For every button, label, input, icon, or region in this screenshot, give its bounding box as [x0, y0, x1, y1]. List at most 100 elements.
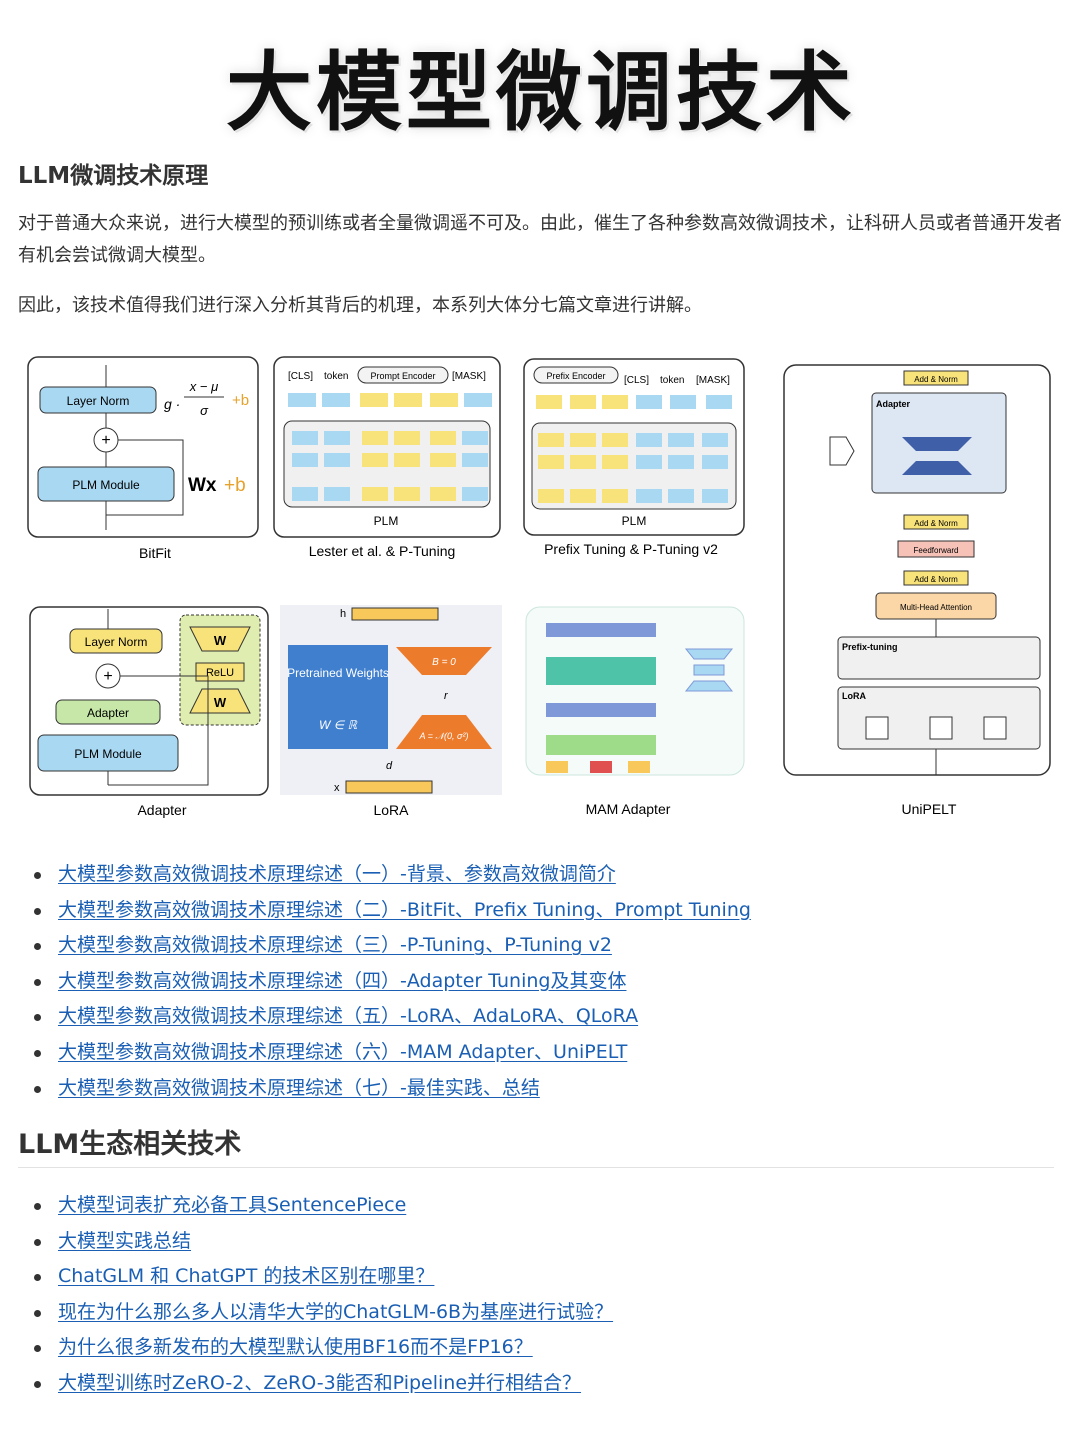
token-cell	[324, 453, 350, 467]
list-item: 大模型参数高效微调技术原理综述（一）-背景、参数高效微调简介	[30, 857, 751, 893]
token-cell	[462, 453, 488, 467]
caption-unipelt: UniPELT	[902, 801, 957, 817]
peft-methods-figure: Layer Norm + PLM Module g · x − μ σ +b W…	[18, 345, 1068, 835]
token-cell	[570, 455, 596, 469]
lora-pretrained-label: Pretrained Weights	[287, 666, 389, 680]
adapter-diagram: Layer Norm + Adapter PLM Module W ReLU W	[29, 606, 269, 796]
peft-diagrams-svg: Layer Norm + PLM Module g · x − μ σ +b W…	[27, 356, 1051, 818]
token-cell	[602, 433, 628, 447]
list-item: 大模型参数高效微调技术原理综述（五）-LoRA、AdaLoRA、QLoRA	[30, 999, 751, 1035]
article-link-2[interactable]: 大模型参数高效微调技术原理综述（二）-BitFit、Prefix Tuning、…	[58, 898, 751, 921]
token-cell	[668, 455, 694, 469]
token-cell	[538, 455, 564, 469]
adapter-plm-module-label: PLM Module	[74, 747, 142, 761]
bitfit-diagram: Layer Norm + PLM Module g · x − μ σ +b W…	[27, 356, 259, 538]
token-cell	[636, 433, 662, 447]
list-item: 大模型词表扩充必备工具SentencePiece	[30, 1188, 613, 1224]
list-item: 大模型参数高效微调技术原理综述（六）-MAM Adapter、UniPELT	[30, 1035, 751, 1071]
token-cell	[636, 395, 662, 409]
svg-text:σ: σ	[200, 403, 209, 418]
mam-adapter-diagram	[525, 606, 745, 776]
token-cell	[706, 395, 732, 409]
prefix-plm-label: PLM	[622, 514, 647, 528]
svg-text:W: W	[214, 633, 227, 648]
list-item: ChatGLM 和 ChatGPT 的技术区别在哪里？	[30, 1259, 613, 1295]
ptuning-prompt-encoder-label: Prompt Encoder	[370, 371, 435, 381]
list-item: 为什么很多新发布的大模型默认使用BF16而不是FP16？	[30, 1330, 613, 1366]
token-cell	[464, 393, 492, 407]
token-cell	[570, 395, 596, 409]
token-cell	[462, 431, 488, 445]
adapter-block-label: Adapter	[87, 706, 129, 720]
caption-mam-adapter: MAM Adapter	[586, 801, 671, 817]
svg-text:d: d	[386, 760, 393, 772]
article-link-7[interactable]: 大模型参数高效微调技术原理综述（七）-最佳实践、总结	[58, 1076, 540, 1099]
eco-link-4[interactable]: 现在为什么那么多人以清华大学的ChatGLM-6B为基座进行试验？	[58, 1300, 614, 1323]
token-cell	[536, 395, 562, 409]
token-cell	[394, 393, 422, 407]
bitfit-layernorm-label: Layer Norm	[67, 394, 130, 408]
token-cell	[292, 487, 318, 501]
section-divider	[18, 1167, 1054, 1168]
token-cell	[538, 433, 564, 447]
eco-link-5[interactable]: 为什么很多新发布的大模型默认使用BF16而不是FP16？	[58, 1336, 533, 1359]
article-link-6[interactable]: 大模型参数高效微调技术原理综述（六）-MAM Adapter、UniPELT	[58, 1040, 628, 1063]
page-title: 大模型微调技术	[226, 43, 856, 143]
caption-ptuning: Lester et al. & P-Tuning	[309, 543, 456, 559]
caption-lora: LoRA	[373, 802, 409, 818]
svg-text:+: +	[101, 432, 110, 449]
unipelt-prefix-tuning-label: Prefix-tuning	[842, 642, 898, 652]
lora-h-label: h	[340, 608, 346, 620]
article-link-4[interactable]: 大模型参数高效微调技术原理综述（四）-Adapter Tuning及其变体	[58, 969, 627, 992]
token-cell	[362, 453, 388, 467]
bitfit-plm-module-label: PLM Module	[72, 478, 140, 492]
unipelt-adapter-label: Adapter	[876, 399, 911, 409]
token-cell	[292, 431, 318, 445]
token-cell	[602, 395, 628, 409]
token-cell	[570, 489, 596, 503]
unipelt-mha-label: Multi-Head Attention	[900, 603, 972, 612]
eco-link-3[interactable]: ChatGLM 和 ChatGPT 的技术区别在哪里？	[58, 1265, 435, 1288]
article-link-1[interactable]: 大模型参数高效微调技术原理综述（一）-背景、参数高效微调简介	[58, 863, 616, 885]
eco-link-1[interactable]: 大模型词表扩充必备工具SentencePiece	[58, 1194, 407, 1216]
article-link-3[interactable]: 大模型参数高效微调技术原理综述（三）-P-Tuning、P-Tuning v2	[58, 934, 612, 957]
token-cell	[602, 489, 628, 503]
ptuning-diagram: [CLS] token Prompt Encoder [MASK] PLM	[273, 356, 501, 538]
token-cell	[394, 431, 420, 445]
unipelt-diagram: Add & Norm Adapter Add & Norm Feedforwar…	[783, 364, 1051, 776]
token-cell	[430, 487, 456, 501]
section-heading-ecosystem: LLM生态相关技术	[18, 1129, 242, 1160]
caption-bitfit: BitFit	[139, 545, 171, 561]
list-item: 大模型实践总结	[30, 1224, 613, 1260]
token-cell	[636, 489, 662, 503]
token-cell	[394, 453, 420, 467]
token-cell	[362, 487, 388, 501]
token-cell	[702, 489, 728, 503]
svg-text:W: W	[214, 695, 227, 710]
caption-prefix-tuning: Prefix Tuning & P-Tuning v2	[544, 541, 718, 557]
list-item: 现在为什么那么多人以清华大学的ChatGLM-6B为基座进行试验？	[30, 1295, 613, 1331]
eco-link-2[interactable]: 大模型实践总结	[58, 1229, 192, 1252]
svg-text:+b: +b	[224, 475, 246, 496]
token-cell	[570, 433, 596, 447]
token-cell	[602, 455, 628, 469]
list-item: 大模型参数高效微调技术原理综述（四）-Adapter Tuning及其变体	[30, 964, 751, 1000]
token-cell	[670, 395, 696, 409]
unipelt-addnorm-top-label: Add & Norm	[914, 375, 958, 384]
svg-text:r: r	[444, 690, 449, 702]
prefix-mask-label: [MASK]	[696, 375, 730, 386]
ptuning-token-label: token	[324, 371, 348, 382]
adapter-layernorm-label: Layer Norm	[85, 635, 148, 649]
prefix-encoder-label: Prefix Encoder	[546, 371, 605, 381]
list-item: 大模型参数高效微调技术原理综述（二）-BitFit、Prefix Tuning、…	[30, 893, 751, 929]
caption-adapter: Adapter	[137, 802, 186, 818]
section-heading-principles: LLM微调技术原理	[18, 163, 209, 189]
token-cell	[430, 431, 456, 445]
token-cell	[292, 453, 318, 467]
svg-text:x − μ: x − μ	[189, 379, 218, 394]
lora-diagram: h Pretrained Weights W ∈ ℝ B = 0 A = 𝒩(0…	[280, 605, 502, 795]
prefix-cls-label: [CLS]	[624, 375, 649, 386]
article-link-5[interactable]: 大模型参数高效微调技术原理综述（五）-LoRA、AdaLoRA、QLoRA	[58, 1005, 639, 1028]
svg-text:+b: +b	[232, 392, 249, 409]
eco-link-6[interactable]: 大模型训练时ZeRO-2、ZeRO-3能否和Pipeline并行相结合？	[58, 1371, 582, 1394]
